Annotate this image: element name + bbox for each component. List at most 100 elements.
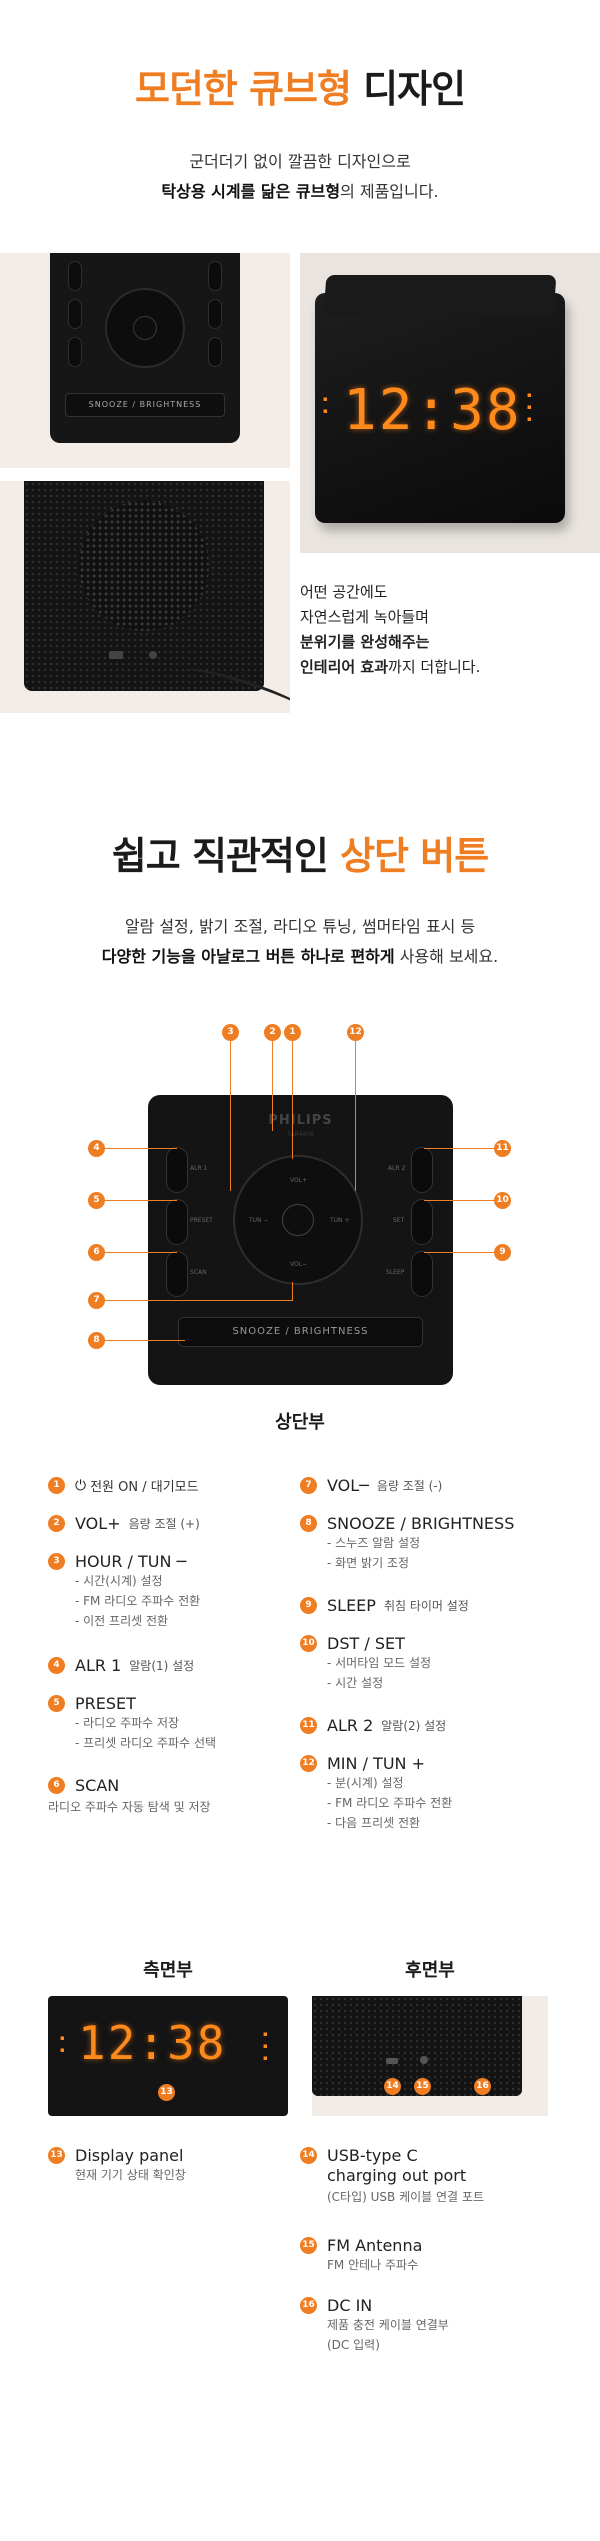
legend-badge-11: 11 [300,1717,317,1734]
section1-line1: 군더더기 없이 깔끔한 디자인으로 [189,152,411,171]
badge-13: 13 [158,2084,175,2101]
section2-line2-bold: 다양한 기능을 아날로그 버튼 하나로 편하게 [101,947,395,966]
snooze-brightness-bar: SNOOZE / BRIGHTNESS [178,1317,423,1347]
back-view-photo [0,481,290,713]
top-view-photo: SNOOZE / BRIGHTNESS [0,253,290,468]
button-pill [68,299,82,329]
vol-minus-label: VOL− [290,1261,308,1268]
desc-line4-rest: 까지 더합니다. [388,658,481,676]
badge-1: 1 [284,1024,301,1041]
legend-badge-16: 16 [300,2297,317,2314]
section1-title-rest: 디자인 [363,67,466,111]
legend-label-6: SCAN [75,1776,120,1795]
legend-item-1: 1⏻전원 ON / 대기모드 [48,1476,199,1495]
legend-badge-6: 6 [48,1777,65,1794]
legend-sub-12c: - 다음 프리셋 전환 [327,1816,421,1830]
legend-badge-13: 13 [48,2147,65,2164]
section2-title-accent: 상단 버튼 [340,834,489,878]
badge-15: 15 [414,2078,431,2095]
modern-cube-design-section: 모던한 큐브형 디자인 군더더기 없이 깔끔한 디자인으로 탁상용 시계를 닮은… [0,0,600,713]
section1-line2-bold: 탁상용 시계를 닮은 큐브형 [161,182,341,201]
leader-line [230,1041,231,1191]
legend-desc-4: 알람(1) 설정 [129,1659,195,1673]
legend-badge-12: 12 [300,1755,317,1772]
legend-item-11: 11 ALR 2 알람(2) 설정 [300,1716,446,1735]
leader-line [105,1300,293,1301]
cube-clock-illustration: 12:38 ▪▪ ▪▪▪ [315,275,565,523]
interior-effect-description: 어떤 공간에도 자연스럽게 녹아들며 분위기를 완성해주는 인테리어 효과까지 … [300,580,580,680]
legend-label-3: HOUR / TUN ─ [75,1552,187,1571]
display-indicator-right: ▪▪▪ [527,391,532,423]
legend-badge-15: 15 [300,2237,317,2254]
section2-line1: 알람 설정, 밝기 조절, 라디오 튜닝, 썸머타임 표시 등 [124,917,476,936]
legend-label-14a: USB-type C [327,2146,418,2165]
legend-sub-16a: 제품 충전 케이블 연결부 [327,2318,449,2332]
side-title: 측면부 [143,1960,193,1981]
top-diagram-caption: 상단부 [275,1412,325,1433]
usb-port [109,651,123,659]
legend-sub-16b: (DC 입력) [327,2338,380,2352]
display-indicator-left: ▪▪ [60,2034,65,2054]
alr1-button [166,1147,188,1193]
legend-desc-11: 알람(2) 설정 [381,1719,447,1733]
legend-badge-10: 10 [300,1635,317,1652]
section1-title: 모던한 큐브형 디자인 [0,58,600,113]
leader-line [105,1200,177,1201]
badge-3: 3 [222,1024,239,1041]
legend-label-10: DST / SET [327,1634,405,1653]
preset-label: PRESET [190,1217,213,1224]
legend-label-11: ALR 2 [327,1716,374,1735]
display-indicator-left: ▪▪ [323,395,328,415]
speaker-grille [79,501,209,631]
legend-desc-2: 음량 조절 (+) [128,1517,200,1531]
legend-label-7: VOL─ [327,1476,369,1495]
control-dial: VOL+ VOL− TUN − TUN + [233,1155,363,1285]
button-pill [68,261,82,291]
legend-badge-3: 3 [48,1553,65,1570]
back-title: 후면부 [405,1960,455,1981]
device-top-diagram: PHILIPS TAR4406 ALR 1 PRESET SCAN ALR 2 … [148,1095,453,1385]
desc-line3: 분위기를 완성해주는 [300,630,580,655]
control-dial [105,288,185,368]
model-name: TAR4406 [287,1131,314,1138]
badge-6: 6 [88,1244,105,1261]
preset-button [166,1199,188,1245]
legend-sub-3a: - 시간(시계) 설정 [75,1574,163,1588]
section2-subtitle: 알람 설정, 밝기 조절, 라디오 튜닝, 썸머타임 표시 등 다양한 기능을 … [0,912,600,972]
legend-sub-8a: - 스누즈 알람 설정 [327,1536,421,1550]
legend-label-8: SNOOZE / BRIGHTNESS [327,1514,515,1533]
design-photo-grid: SNOOZE / BRIGHTNESS 12:38 ▪▪ ▪▪▪ [0,253,600,713]
display-indicator-right: ▪▪▪ [263,2030,268,2062]
legend-sub-12a: - 분(시계) 설정 [327,1776,404,1790]
section1-line2-rest: 의 제품입니다. [340,182,439,201]
legend-label-4: ALR 1 [75,1656,122,1675]
legend-sub-3c: - 이전 프리셋 전환 [75,1614,169,1628]
leader-line [355,1041,356,1191]
legend-label-9: SLEEP [327,1596,376,1615]
product-detail-page: 모던한 큐브형 디자인 군더더기 없이 깔끔한 디자인으로 탁상용 시계를 닮은… [0,0,600,2355]
leader-line [424,1200,494,1201]
legend-sub-5b: - 프리셋 라디오 주파수 선택 [75,1736,217,1750]
scan-button [166,1251,188,1297]
section2-title: 쉽고 직관적인 상단 버튼 [0,825,600,880]
legend-badge-14: 14 [300,2147,317,2164]
legend-sub-10b: - 시간 설정 [327,1676,384,1690]
device-top-illustration: SNOOZE / BRIGHTNESS [50,253,240,443]
desc-line1: 어떤 공간에도 [300,583,388,601]
power-icon: ⏻ [75,1477,87,1494]
badge-12: 12 [347,1024,364,1041]
badge-7: 7 [88,1292,105,1309]
badge-11: 11 [494,1140,511,1157]
section2-line2: 다양한 기능을 아날로그 버튼 하나로 편하게 사용해 보세요. [0,942,600,972]
desc-line4-bold: 인테리어 효과 [300,658,389,676]
top-buttons-section: 쉽고 직관적인 상단 버튼 알람 설정, 밝기 조절, 라디오 튜닝, 썸머타임… [0,713,600,1916]
legend-badge-7: 7 [300,1477,317,1494]
top-panel-diagram: PHILIPS TAR4406 ALR 1 PRESET SCAN ALR 2 … [0,1012,600,1402]
leader-line [424,1252,494,1253]
vol-plus-label: VOL+ [290,1177,308,1184]
section2-line2-rest: 사용해 보세요. [394,947,499,966]
